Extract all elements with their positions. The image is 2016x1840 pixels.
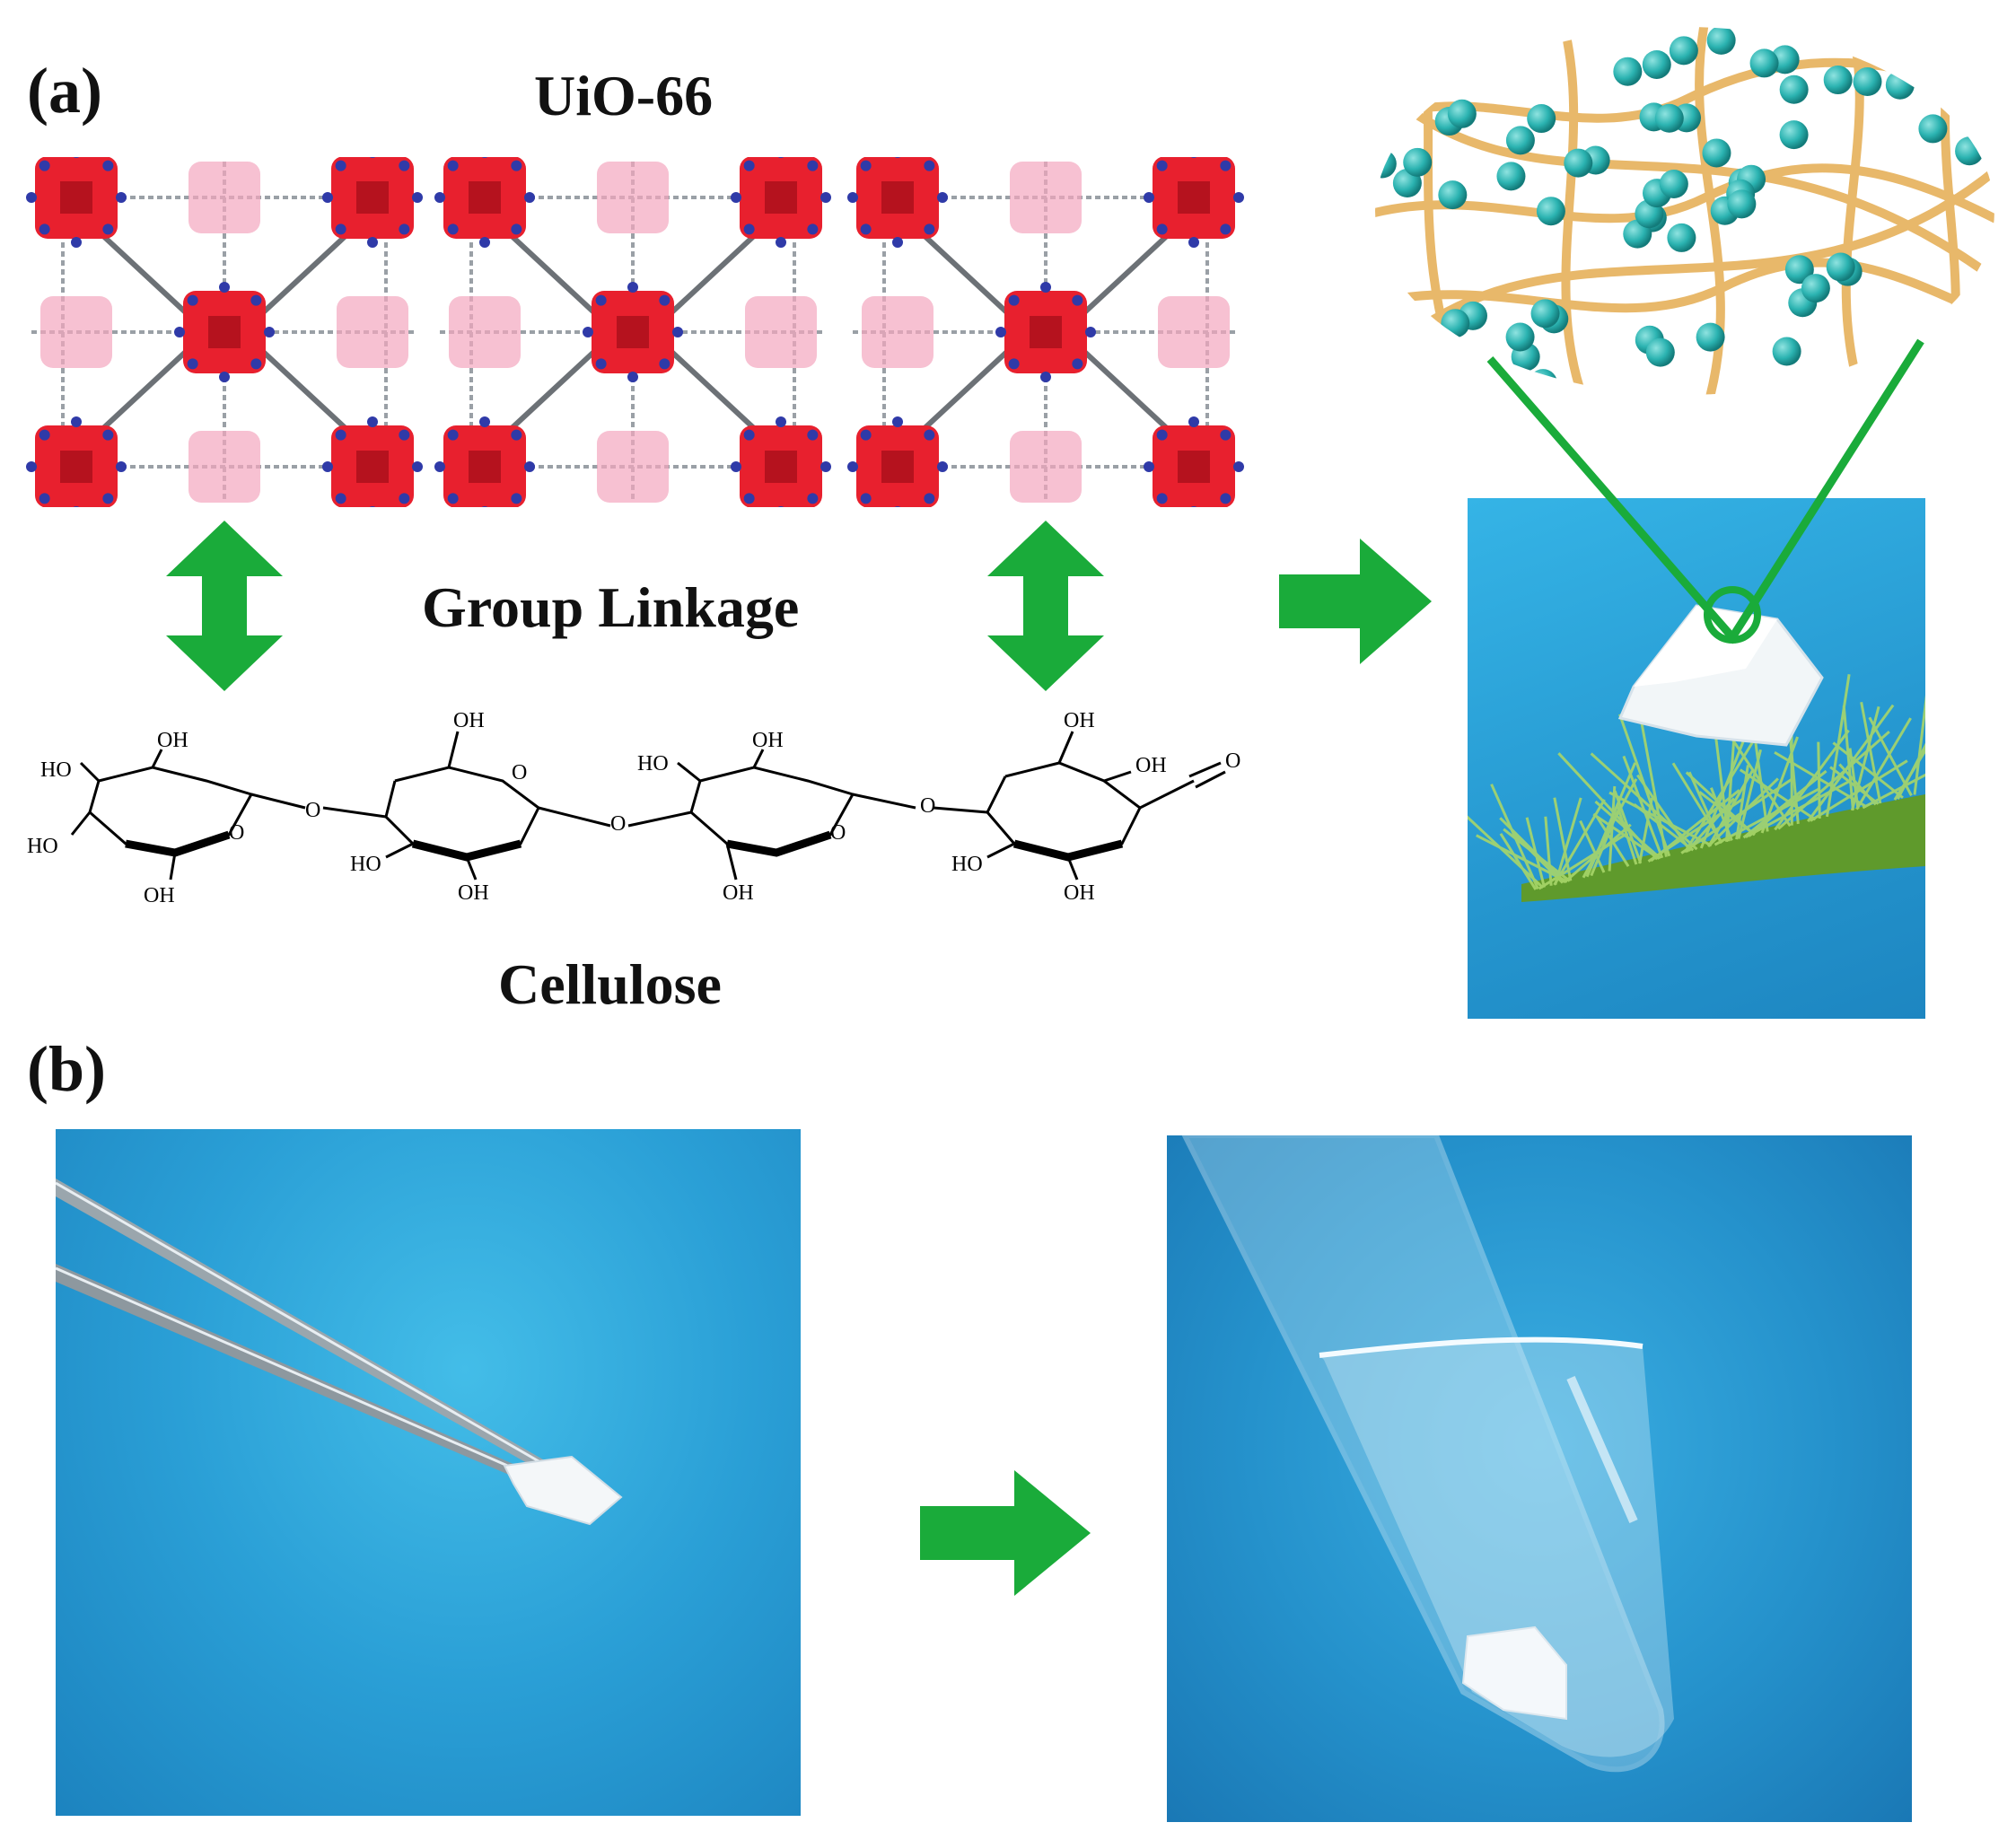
aerogel-in-tube — [1461, 1625, 1567, 1721]
chem-label-o: O — [512, 761, 527, 784]
cellulose-title: Cellulose — [498, 952, 722, 1016]
tweezers — [56, 1178, 558, 1493]
chem-label-o: O — [229, 821, 244, 845]
mof-lattice-pattern — [26, 157, 423, 507]
chem-label-oh: OH — [723, 881, 754, 905]
double-arrow-icon — [166, 521, 283, 691]
cellulose-structure: HO OH HO OH O O OH O HO OH O HO OH O OH … — [27, 709, 1240, 907]
mof-lattice-pattern — [434, 157, 831, 507]
chem-label-o: O — [920, 794, 935, 818]
chem-label-ho: HO — [27, 835, 58, 858]
chem-label-o: O — [830, 821, 846, 845]
mof-lattice-pattern — [847, 157, 1244, 507]
zoom-lines-icon — [1486, 338, 1924, 644]
right-arrow-icon — [920, 1470, 1091, 1596]
chem-label-oh: OH — [144, 884, 175, 907]
test-tube-scene — [1181, 1135, 1674, 1773]
fiber-particle-network — [1375, 27, 1994, 395]
chem-label-ho: HO — [637, 752, 669, 775]
chem-label-ho: HO — [951, 853, 983, 876]
mof-title: UiO-66 — [534, 64, 714, 127]
tweezers-aerogel-photo — [56, 1129, 801, 1816]
chem-label-oh: OH — [1064, 881, 1095, 905]
tweezers-scene — [56, 1178, 623, 1526]
mof-lattice-2 — [434, 157, 831, 507]
chem-label-o: O — [610, 812, 626, 836]
chem-label-oh: OH — [1135, 754, 1167, 777]
chem-label-o: O — [1225, 749, 1240, 773]
test-tube-aerogel-photo — [1167, 1135, 1912, 1822]
chem-label-oh: OH — [752, 729, 784, 752]
double-arrow-icon — [987, 521, 1104, 691]
chem-label-ho: HO — [40, 758, 72, 782]
grass-spike — [1468, 674, 1925, 902]
test-tube — [1181, 1135, 1674, 1773]
aerogel-piece — [503, 1455, 623, 1526]
group-linkage-label: Group Linkage — [422, 575, 800, 639]
chem-label-ho: HO — [350, 853, 381, 876]
chem-label-oh: OH — [458, 881, 489, 905]
chem-label-o: O — [305, 799, 320, 822]
panel-a-label: (a) — [27, 55, 102, 127]
chem-label-oh: OH — [453, 709, 485, 732]
chem-label-oh: OH — [157, 729, 188, 752]
mof-lattice-1 — [26, 157, 423, 507]
right-arrow-icon — [1279, 539, 1432, 664]
chem-label-oh: OH — [1064, 709, 1095, 732]
panel-b-label: (b) — [27, 1033, 106, 1105]
mof-lattice-3 — [847, 157, 1244, 507]
